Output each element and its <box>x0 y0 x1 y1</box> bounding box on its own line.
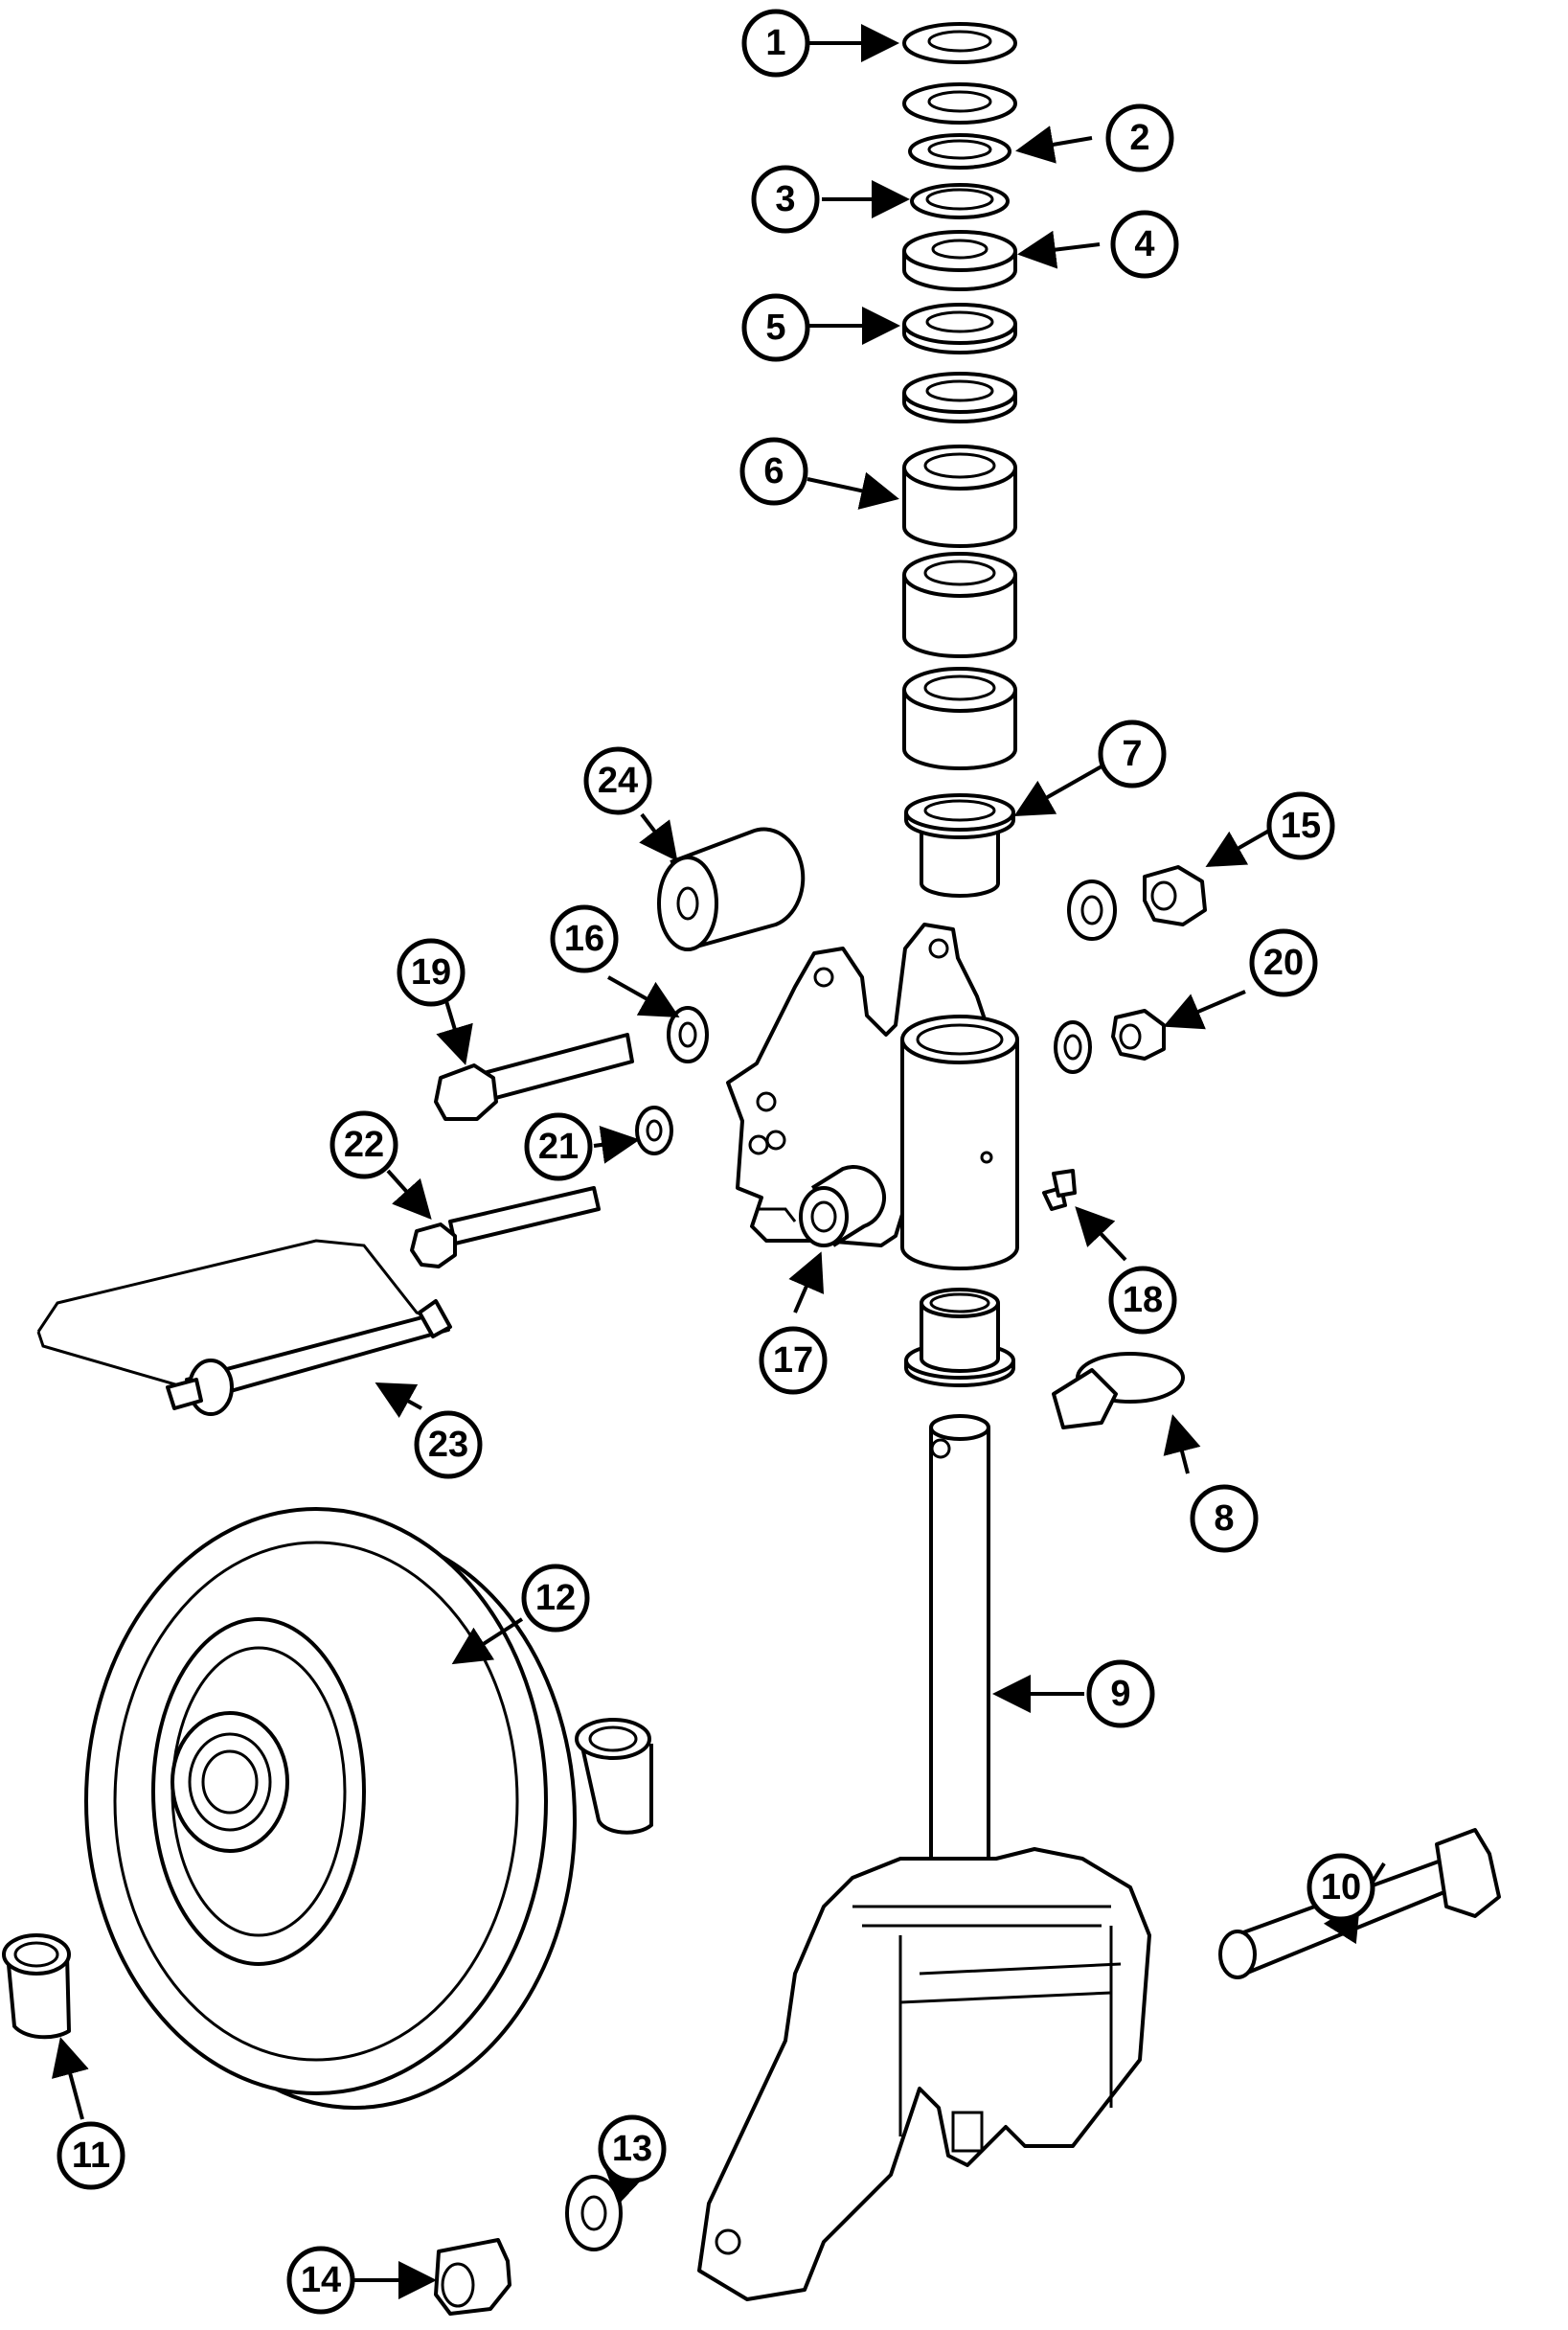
callout-3: 3 <box>751 165 820 234</box>
callout-13: 13 <box>598 2114 667 2183</box>
callout-label: 17 <box>773 1340 813 1381</box>
hairpin-clip <box>1052 1352 1185 1429</box>
bearing-cup <box>902 372 1017 423</box>
axle-nut <box>434 2238 511 2316</box>
callout-label: 23 <box>428 1425 468 1465</box>
callout-label: 4 <box>1134 224 1154 264</box>
flange-bushing-bottom <box>904 1288 1015 1387</box>
spacer-24 <box>657 827 806 951</box>
callout-label: 6 <box>763 451 784 491</box>
wheel-bearing-left <box>2 1933 71 2040</box>
thick-spacer <box>902 230 1017 291</box>
callout-2: 2 <box>1105 103 1174 172</box>
callout-label: 10 <box>1321 1867 1361 1907</box>
callout-16: 16 <box>550 904 619 973</box>
callout-label: 24 <box>598 761 638 801</box>
lock-nut-15 <box>1143 865 1207 926</box>
thrust-washer-top <box>902 22 1017 64</box>
callout-label: 13 <box>612 2129 652 2169</box>
callout-20: 20 <box>1249 928 1318 997</box>
spacer-tube-3 <box>902 667 1017 770</box>
washer-20 <box>1054 1020 1092 1074</box>
callout-7: 7 <box>1098 720 1167 788</box>
callout-label: 11 <box>72 2136 110 2176</box>
callout-label: 12 <box>535 1578 576 1618</box>
washer-15 <box>1067 879 1117 941</box>
callout-label: 14 <box>301 2260 341 2300</box>
caster-wheel <box>84 1507 577 2110</box>
callout-15: 15 <box>1266 791 1335 860</box>
washer-a <box>902 82 1017 125</box>
callout-label: 5 <box>765 308 785 348</box>
callout-label: 2 <box>1129 118 1149 158</box>
washer-stack <box>902 22 1017 898</box>
callout-17: 17 <box>759 1326 828 1395</box>
callout-label: 3 <box>775 179 795 219</box>
nut-20 <box>1111 1009 1166 1061</box>
wheel-bearing-right <box>575 1718 653 1835</box>
callout-22: 22 <box>330 1110 398 1179</box>
washer-21 <box>635 1106 673 1155</box>
callout-6: 6 <box>739 437 808 506</box>
callout-label: 16 <box>564 919 604 959</box>
callout-label: 19 <box>411 952 451 993</box>
callout-10: 10 <box>1307 1853 1375 1922</box>
bearing-cone <box>902 303 1017 354</box>
callout-label: 7 <box>1122 734 1142 774</box>
washer-16 <box>667 1006 709 1063</box>
callout-balloons: 1 2 3 4 5 6 7 8 9 10 11 12 13 14 15 16 1… <box>57 9 1375 2315</box>
callout-23: 23 <box>414 1410 483 1479</box>
callout-18: 18 <box>1108 1266 1177 1335</box>
callout-19: 19 <box>397 938 466 1007</box>
grease-fitting <box>1042 1169 1077 1211</box>
washer-thin <box>908 133 1011 170</box>
callout-5: 5 <box>741 293 810 362</box>
axle-washer <box>565 2175 623 2251</box>
callout-label: 9 <box>1110 1674 1130 1714</box>
callout-1: 1 <box>741 9 810 78</box>
callout-14: 14 <box>286 2246 355 2315</box>
callout-label: 1 <box>765 23 785 63</box>
callout-21: 21 <box>524 1112 593 1181</box>
callout-8: 8 <box>1190 1484 1259 1553</box>
bolt-19 <box>434 1033 634 1121</box>
callout-9: 9 <box>1086 1659 1155 1728</box>
retaining-ring <box>910 183 1010 219</box>
callout-24: 24 <box>583 746 652 815</box>
lynch-pin <box>36 1239 452 1416</box>
callout-label: 20 <box>1263 943 1304 983</box>
spacer-tube-2 <box>902 552 1017 658</box>
callout-12: 12 <box>521 1564 590 1633</box>
callout-4: 4 <box>1110 210 1179 279</box>
flange-bushing-top <box>904 793 1015 898</box>
leader-lines <box>52 24 1386 2299</box>
bolt-22 <box>410 1186 601 1268</box>
spacer-tube-1 <box>902 445 1017 548</box>
callout-label: 15 <box>1281 806 1321 846</box>
callout-label: 8 <box>1214 1498 1234 1539</box>
callout-label: 22 <box>344 1125 384 1165</box>
callout-label: 21 <box>538 1127 579 1167</box>
callout-label: 18 <box>1123 1280 1163 1320</box>
caster-bracket <box>726 923 1019 1270</box>
caster-fork <box>697 1414 1151 2301</box>
callout-11: 11 <box>57 2121 125 2190</box>
